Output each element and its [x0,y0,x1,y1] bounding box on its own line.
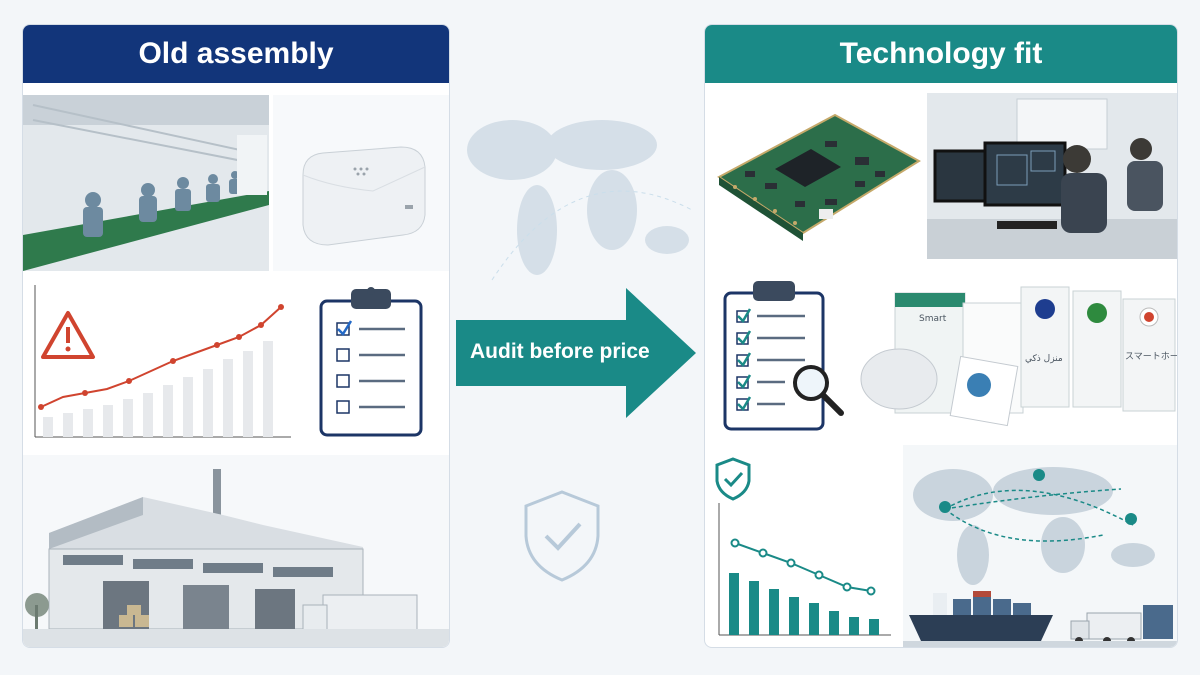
panel-title: Old assembly [23,25,449,83]
certified-smart-speaker-packaging: Smart منزل ذكي スマートホーム [851,273,1178,435]
engineers-at-workstations [927,93,1177,259]
panel-title: Technology fit [705,25,1177,83]
packaging-label: منزل ذكي [1025,354,1063,364]
old-assembly-panel: Old assembly [22,24,450,648]
packaging-label: Smart [919,314,947,324]
world-map-icon [467,120,693,281]
warning-icon [41,311,95,359]
shield-check-icon [715,457,751,501]
smart-hub-device [273,95,449,271]
old-factory-with-truck [23,455,449,647]
global-shipping-map [903,445,1177,647]
arrow-label: Audit before price [470,340,650,363]
location-pin-icon [939,469,1137,525]
cargo-ship-and-truck [903,591,1177,647]
packaging-label: スマートホーム [1125,351,1178,362]
cost-decrease-chart [715,453,899,643]
audit-checklist-with-magnifier [715,273,849,435]
checklist-clipboard [309,281,439,441]
direction-arrow [456,288,696,418]
shield-check-icon [524,490,600,582]
cost-increase-chart [33,281,295,441]
circuit-board-module [705,91,923,269]
technology-fit-panel: Technology fit [704,24,1178,648]
assembly-line-photo [23,95,269,271]
